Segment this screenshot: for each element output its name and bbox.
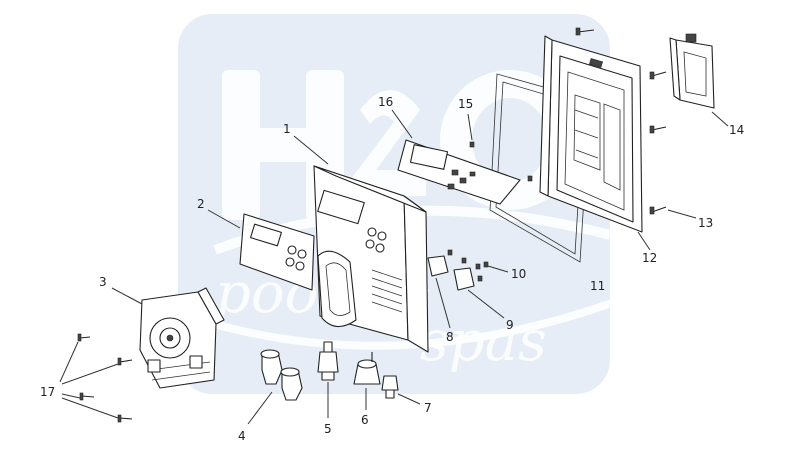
callout-labels: 1 2 3 4 5 6 7 8 9 10 11 12 13 14 15 16 1… — [40, 95, 744, 443]
leader-17c — [61, 393, 81, 399]
callout-9: 9 — [506, 318, 514, 332]
leader-7 — [397, 393, 421, 405]
callout-15: 15 — [458, 97, 473, 111]
callout-13: 13 — [698, 216, 713, 230]
callout-7: 7 — [424, 401, 432, 415]
part-9-terminal — [453, 267, 475, 291]
part-6-cap — [353, 352, 381, 385]
leader-13 — [667, 209, 697, 219]
callout-4: 4 — [238, 429, 246, 443]
callout-1: 1 — [283, 122, 291, 136]
leader-17a — [59, 341, 79, 383]
leader-3 — [111, 287, 143, 305]
screws-back-cover — [575, 27, 667, 215]
leader-17b — [61, 363, 119, 385]
leader-4 — [247, 391, 273, 425]
callout-16: 16 — [378, 95, 393, 109]
leader-17d — [61, 397, 119, 419]
callout-12: 12 — [642, 251, 657, 265]
leader-2 — [207, 209, 241, 229]
callout-11: 11 — [590, 279, 605, 293]
callout-3: 3 — [99, 275, 107, 289]
part-15-screw — [469, 141, 533, 182]
callout-14: 14 — [729, 123, 744, 137]
part-8-terminal — [427, 255, 449, 277]
leader-14 — [711, 111, 729, 127]
watermark-line2: spas — [420, 309, 547, 374]
callout-2: 2 — [197, 197, 205, 211]
leader-1 — [293, 135, 329, 165]
leader-lines — [59, 109, 729, 425]
leader-15 — [467, 113, 473, 141]
part-16-display-board — [397, 139, 521, 205]
leader-16 — [391, 109, 413, 139]
callout-6: 6 — [361, 413, 369, 427]
leader-12 — [637, 231, 651, 251]
leader-8 — [435, 277, 451, 329]
part-1-main-housing — [313, 165, 429, 353]
part-10-screws — [447, 249, 489, 282]
part-7-valve — [381, 375, 399, 399]
callout-10: 10 — [511, 267, 526, 281]
callout-8: 8 — [446, 330, 454, 344]
part-17-screws — [77, 333, 133, 423]
leader-10 — [487, 265, 509, 273]
part-4-fittings — [260, 349, 303, 401]
part-3-pump-head — [139, 287, 225, 389]
leader-9 — [467, 289, 505, 319]
part-12-back-cover — [539, 35, 643, 233]
callout-17: 17 — [40, 385, 55, 399]
part-2-front-label — [239, 213, 315, 291]
part-5-connector — [317, 341, 339, 381]
part-14-bracket — [669, 33, 715, 109]
callout-5: 5 — [324, 422, 332, 436]
